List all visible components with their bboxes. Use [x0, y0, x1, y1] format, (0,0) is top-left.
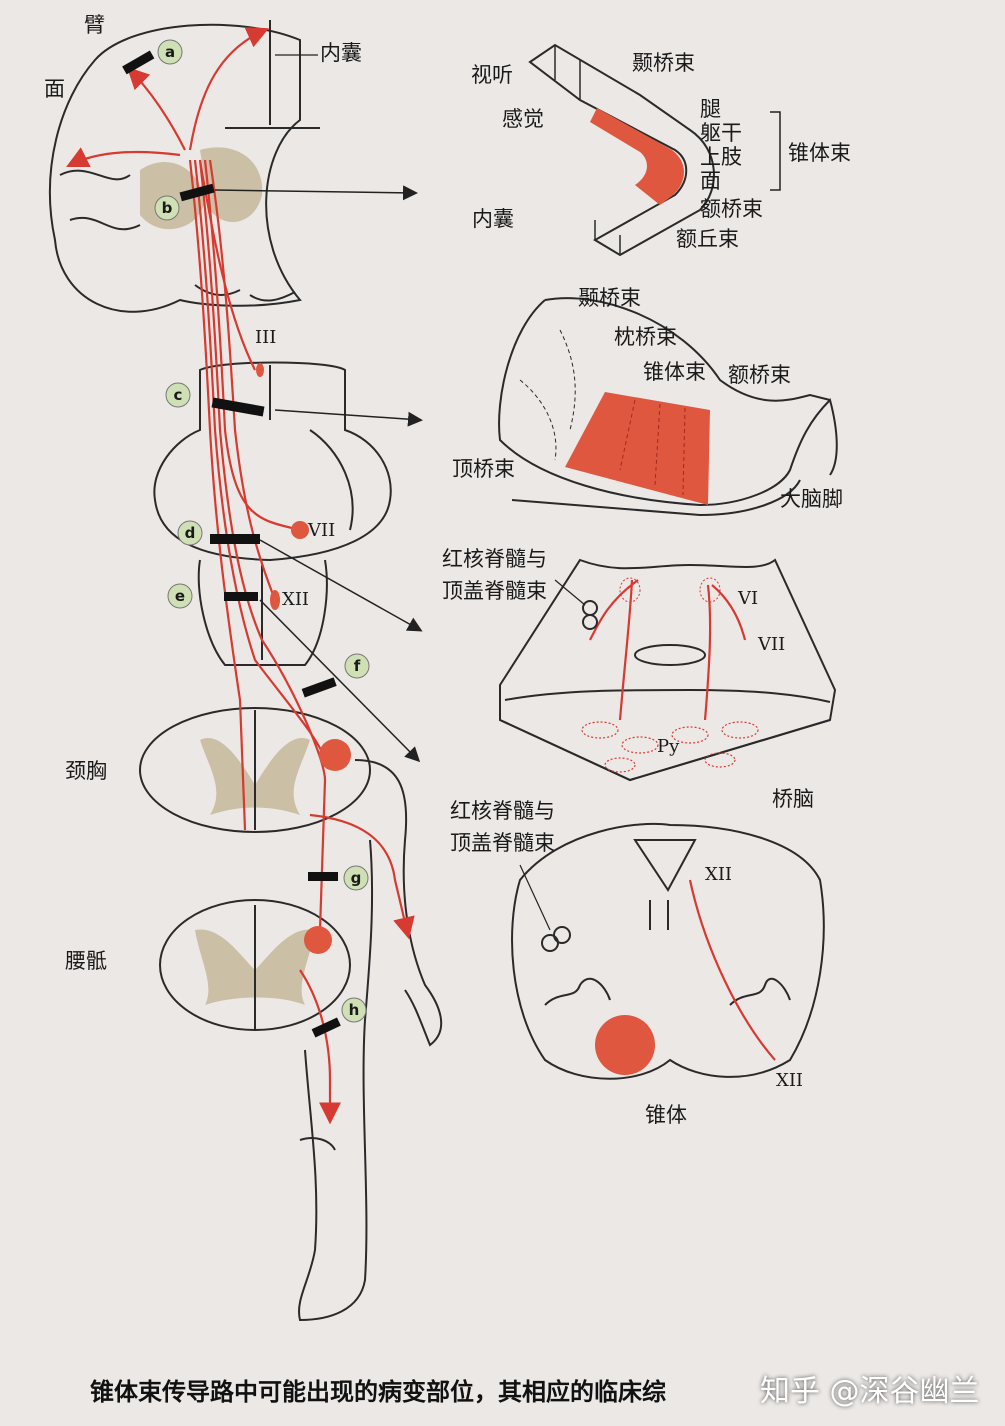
cerebral-peduncle — [498, 297, 838, 517]
label-cervicothoracic: 颈胸 — [65, 759, 107, 783]
svg-text:h: h — [349, 1001, 360, 1019]
figure-caption: 锥体束传导路中可能出现的病变部位，其相应的临床综 — [90, 1378, 666, 1406]
label-pons: 桥脑 — [772, 787, 814, 811]
lesion-marker-e: e — [167, 583, 193, 609]
svg-text:b: b — [162, 199, 173, 217]
pointer-arrows — [214, 185, 423, 763]
label-rubro-tecto-1b: 顶盖脊髓束 — [442, 579, 547, 603]
lesion-marker-b: b — [154, 195, 180, 221]
label-temporopontine-2: 颞桥束 — [578, 286, 641, 310]
brainstem — [153, 361, 392, 666]
internal-capsule-band — [528, 43, 715, 257]
label-rubro-tecto-2a: 红核脊髓与 — [450, 799, 555, 823]
label-rubro-tecto-1a: 红核脊髓与 — [442, 547, 547, 571]
label-parietopontine: 顶桥束 — [452, 457, 515, 481]
svg-text:e: e — [175, 587, 185, 605]
svg-text:g: g — [351, 869, 362, 887]
label-face-2: 面 — [700, 169, 721, 193]
medulla-section — [511, 822, 825, 1080]
label-leg: 腿 — [700, 97, 721, 121]
brain-section — [49, 20, 320, 313]
svg-text:a: a — [165, 43, 175, 61]
label-cn3: III — [255, 327, 276, 348]
label-cerebral-peduncle: 大脑脚 — [780, 487, 843, 511]
spinal-cord-cervical — [139, 707, 371, 833]
watermark-text: 知乎 @深谷幽兰 — [760, 1374, 980, 1409]
svg-text:c: c — [174, 386, 183, 404]
label-medulla-xii-top: XII — [705, 864, 732, 885]
tract-fibers — [66, 27, 415, 1125]
lesion-bars — [122, 50, 341, 1038]
label-pyramidal-tract-2: 锥体束 — [643, 360, 706, 384]
label-rubro-tecto-2b: 顶盖脊髓束 — [450, 831, 555, 855]
label-internal-capsule-2: 内囊 — [472, 207, 514, 231]
label-frontopontine-2: 额桥束 — [728, 363, 791, 387]
label-lumbosacral: 腰骶 — [65, 949, 107, 973]
label-py: Py — [657, 736, 680, 757]
lesion-marker-f: f — [344, 653, 370, 679]
label-temporopontine-1: 颞桥束 — [632, 51, 695, 75]
pons-section — [499, 558, 837, 782]
spinal-cord-lumbar — [159, 899, 351, 1031]
label-internal-capsule: 内囊 — [320, 41, 362, 65]
label-pons-vi: VI — [737, 588, 758, 609]
pyramidal-fibers-capsule — [590, 108, 684, 205]
lesion-markers: a b c d e f g h — [154, 39, 370, 1023]
label-face: 面 — [44, 77, 65, 101]
lesion-marker-c: c — [165, 382, 191, 408]
lesion-marker-g: g — [343, 865, 369, 891]
pyramid-lesion — [595, 1015, 655, 1075]
label-cn12: XII — [282, 589, 309, 610]
label-vision-hearing: 视听 — [471, 63, 513, 87]
label-pons-vii: VII — [757, 634, 785, 655]
label-arm: 臂 — [84, 13, 105, 37]
label-frontothalamic: 额丘束 — [676, 227, 739, 251]
label-frontopontine-1: 额桥束 — [700, 197, 763, 221]
label-cn7: VII — [307, 520, 335, 541]
label-sensory: 感觉 — [502, 107, 544, 131]
svg-text:d: d — [185, 524, 196, 542]
svg-text:f: f — [354, 657, 361, 675]
lesion-marker-a: a — [157, 39, 183, 65]
label-trunk: 躯干 — [700, 121, 742, 145]
label-pyramid: 锥体 — [645, 1103, 687, 1127]
pyramidal-fibers-peduncle — [565, 392, 710, 505]
label-medulla-xii-bottom: XII — [776, 1070, 803, 1091]
lesion-marker-d: d — [177, 520, 203, 546]
label-pyramidal-tract: 锥体束 — [788, 141, 851, 165]
label-upper-limb: 上肢 — [700, 145, 742, 169]
body-figure — [298, 759, 443, 1322]
lesion-marker-h: h — [341, 997, 367, 1023]
label-occipitopontine: 枕桥束 — [614, 325, 677, 349]
